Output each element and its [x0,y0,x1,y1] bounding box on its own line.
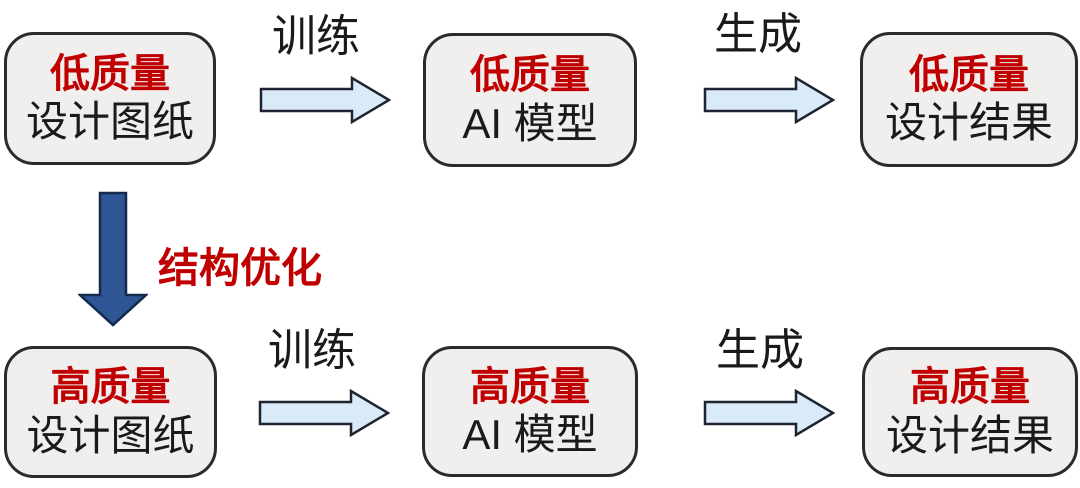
node-subtitle: 设计图纸 [25,98,194,146]
node-low-quality-design-drawings: 低质量 设计图纸 [4,32,216,165]
node-subtitle: 设计结果 [884,99,1053,147]
arrow-right-icon [703,76,835,124]
node-subtitle: 设计图纸 [26,411,195,459]
arrow-label-generate-bottom: 生成 [716,326,804,375]
node-low-quality-ai-model: 低质量 AI 模型 [423,33,637,167]
node-title: 高质量 [470,364,590,409]
arrow-label-generate-top: 生成 [714,10,802,59]
arrow-right-icon [259,76,391,124]
arrow-right-icon [703,389,835,437]
node-title: 低质量 [470,53,590,98]
node-high-quality-design-results: 高质量 设计结果 [862,347,1078,477]
arrow-label-train-top: 训练 [272,12,360,61]
node-subtitle: AI 模型 [462,411,598,459]
arrow-right-icon [258,389,390,437]
node-low-quality-design-results: 低质量 设计结果 [860,32,1078,167]
arrow-label-train-bottom: 训练 [268,326,356,375]
node-title: 高质量 [910,365,1030,410]
node-high-quality-ai-model: 高质量 AI 模型 [422,346,638,477]
arrow-down-icon [78,191,148,327]
node-subtitle: AI 模型 [462,99,598,147]
node-subtitle: 设计结果 [885,411,1054,459]
node-title: 低质量 [50,51,170,96]
transition-label-structure-optimization: 结构优化 [158,245,322,291]
node-title: 低质量 [909,52,1029,97]
node-title: 高质量 [50,365,171,410]
node-high-quality-design-drawings: 高质量 设计图纸 [4,346,217,478]
